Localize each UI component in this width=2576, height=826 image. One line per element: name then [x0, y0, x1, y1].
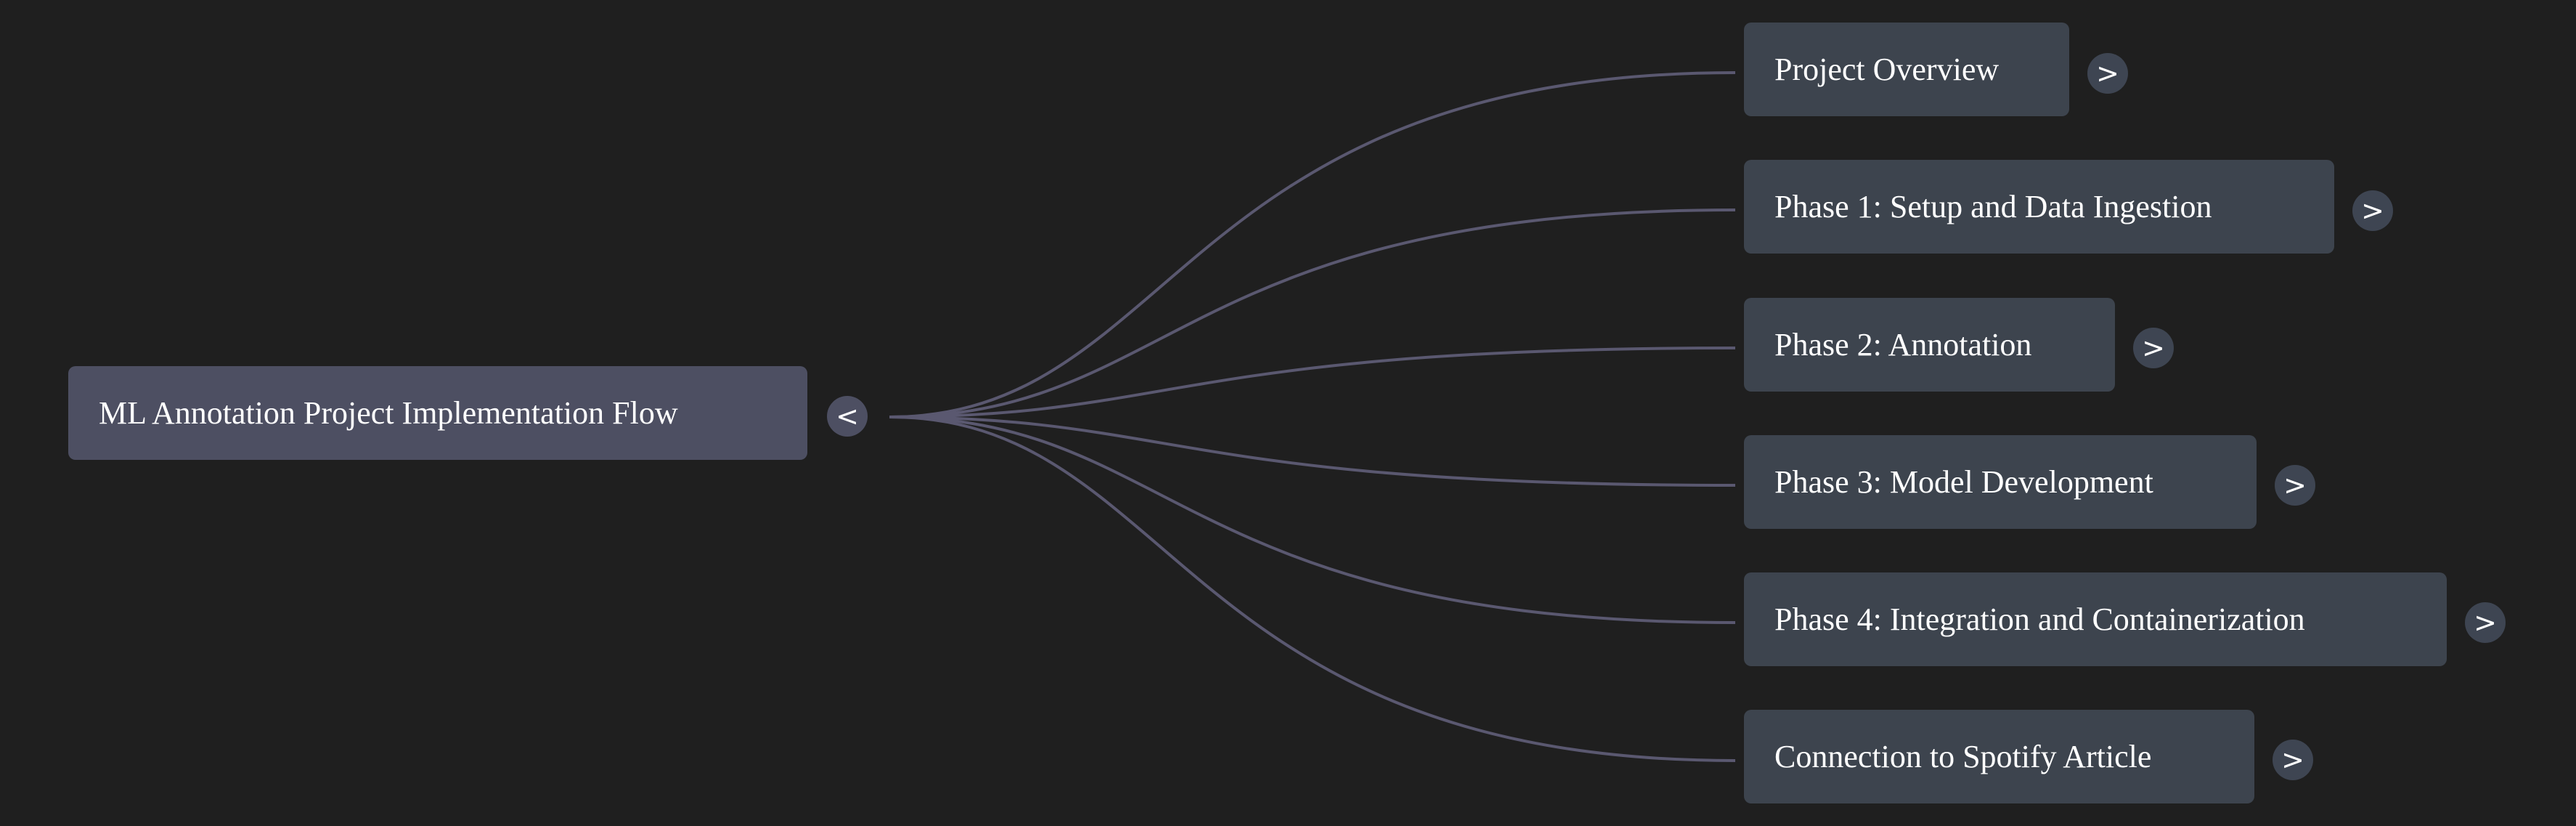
expand-toggle-icon[interactable]: >	[2087, 53, 2128, 94]
child-node-phase-2[interactable]: Phase 2: Annotation	[1744, 298, 2115, 392]
child-node-phase-1[interactable]: Phase 1: Setup and Data Ingestion	[1744, 160, 2334, 254]
edge-project-overview	[889, 71, 1736, 418]
edge-spotify-article	[889, 416, 1736, 762]
expand-toggle-icon[interactable]: >	[2352, 190, 2393, 231]
root-node-label: ML Annotation Project Implementation Flo…	[99, 394, 678, 431]
expand-toggle-icon[interactable]: >	[2133, 328, 2174, 368]
child-node-label: Connection to Spotify Article	[1774, 738, 2152, 774]
expand-toggle-icon[interactable]: >	[2275, 465, 2315, 506]
child-node-label: Phase 4: Integration and Containerizatio…	[1774, 601, 2305, 637]
expand-toggle-icon[interactable]: >	[2465, 602, 2506, 643]
child-node-phase-3[interactable]: Phase 3: Model Development	[1744, 435, 2257, 529]
child-node-label: Phase 2: Annotation	[1774, 326, 2032, 363]
collapse-toggle-icon[interactable]: <	[827, 396, 868, 437]
edge-phase-1	[889, 208, 1736, 418]
child-node-label: Phase 1: Setup and Data Ingestion	[1774, 188, 2212, 224]
child-node-project-overview[interactable]: Project Overview	[1744, 23, 2069, 116]
edge-phase-2	[889, 347, 1736, 418]
child-node-label: Phase 3: Model Development	[1774, 463, 2153, 500]
root-node[interactable]: ML Annotation Project Implementation Flo…	[68, 366, 807, 460]
child-node-label: Project Overview	[1774, 51, 2000, 87]
expand-toggle-icon[interactable]: >	[2273, 740, 2313, 780]
edge-phase-3	[889, 416, 1736, 487]
edge-phase-4	[889, 416, 1736, 624]
child-node-phase-4[interactable]: Phase 4: Integration and Containerizatio…	[1744, 572, 2447, 666]
child-node-spotify-article[interactable]: Connection to Spotify Article	[1744, 710, 2254, 803]
